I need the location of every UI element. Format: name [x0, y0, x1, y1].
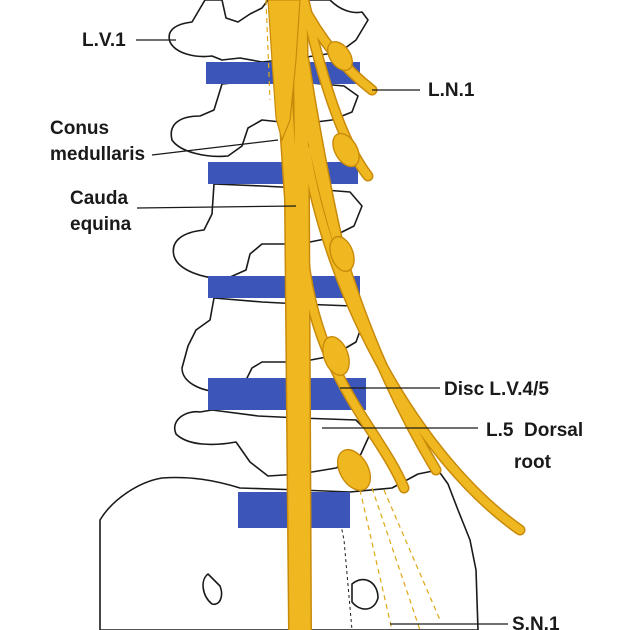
ganglion-l5: [336, 449, 372, 491]
conus-medullaris-shape: [267, 0, 301, 142]
leader-cauda: [136, 205, 297, 209]
label-lv1: L.V.1: [82, 30, 126, 51]
label-conus-line1: Conus: [50, 118, 109, 139]
ganglion-l4: [322, 336, 350, 376]
label-l5-line2: root: [514, 452, 552, 473]
sacral-foramen-right: [351, 578, 379, 610]
leader-conus: [151, 139, 279, 156]
label-cauda-line1: Cauda: [70, 188, 129, 209]
label-cauda-line2: equina: [70, 214, 132, 235]
ganglion-l1: [326, 40, 354, 72]
ln5-root: [302, 146, 524, 534]
leader-lines: [136, 39, 508, 625]
label-disc: Disc L.V.4/5: [444, 379, 549, 400]
ln4-root: [302, 106, 440, 474]
label-conus-line2: medullaris: [50, 144, 145, 165]
cauda-bundle: [293, 0, 311, 630]
disc-l3-l4: [208, 276, 360, 298]
label-ln1: L.N.1: [428, 80, 475, 101]
sacral-foramen-left: [202, 573, 223, 606]
sn1-root: [300, 256, 408, 492]
labels: L.V.1 L.N.1 Conus medullaris Cauda equin…: [50, 30, 583, 630]
nerve-roots: [265, 0, 526, 630]
ganglion-l2: [332, 132, 360, 168]
label-l5-line1: L.5 Dorsal: [486, 420, 583, 441]
label-sn1: S.N.1: [512, 614, 560, 630]
sacral-nerve-paths: [265, 0, 441, 630]
ganglion-l3: [329, 235, 355, 273]
